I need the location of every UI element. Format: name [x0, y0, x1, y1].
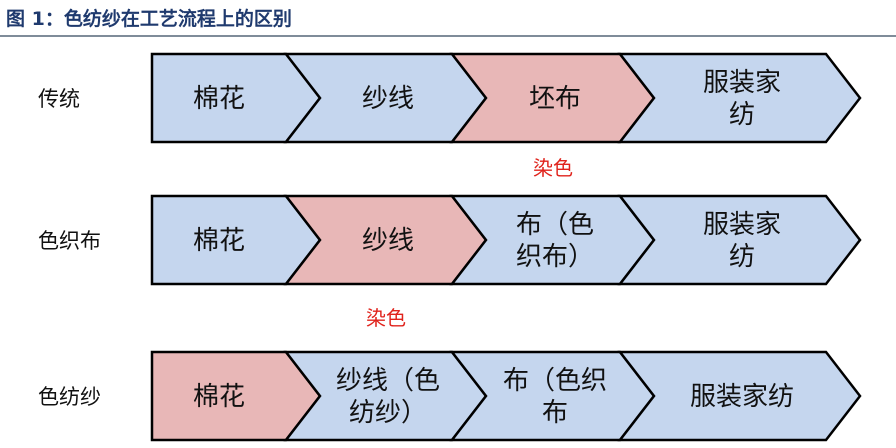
row-3-step-3-label-line-2: 布: [542, 398, 568, 428]
row-1-step-3-label-line-1: 坯布: [529, 84, 581, 114]
row-1-step-4-label-line-1: 服装家: [703, 68, 781, 98]
row-label-2: 色织布: [38, 229, 101, 253]
row-1-step-4-chevron: [617, 52, 862, 144]
row-label-3: 色纺纱: [38, 385, 101, 409]
row-2-step-3-label-line-1: 布（色: [516, 210, 594, 240]
row-label-1: 传统: [38, 87, 80, 111]
row-3-step-3-label-line-1: 布（色织: [503, 366, 607, 396]
row-1-step-1-label-line-1: 棉花: [193, 84, 245, 114]
row-1-step-2-label-line-1: 纱线: [362, 84, 414, 114]
row-3-step-2-label-line-1: 纱线（色: [336, 366, 440, 396]
row-2-dye-label: 染色: [366, 306, 406, 330]
row-3-step-2-label-line-2: 纺纱）: [349, 398, 427, 428]
row-2-step-4-chevron: [617, 194, 862, 286]
row-3-step-4-label-line-1: 服装家纺: [690, 382, 794, 412]
row-3-step-4-chevron: [617, 350, 862, 442]
figure-title: 图 1：色纺纱在工艺流程上的区别: [6, 8, 292, 30]
row-1-step-4-label-line-2: 纺: [729, 100, 755, 130]
row-2-step-2-label-line-1: 纱线: [362, 226, 414, 256]
row-2-step-3-label-line-2: 织布）: [516, 242, 594, 272]
row-2-step-4-label-line-2: 纺: [729, 242, 755, 272]
row-1-dye-label: 染色: [533, 156, 573, 180]
row-3-step-1-label-line-1: 棉花: [193, 382, 245, 412]
row-2-step-4-label-line-1: 服装家: [703, 210, 781, 240]
title-divider: [0, 35, 896, 37]
row-2-step-1-label-line-1: 棉花: [193, 226, 245, 256]
